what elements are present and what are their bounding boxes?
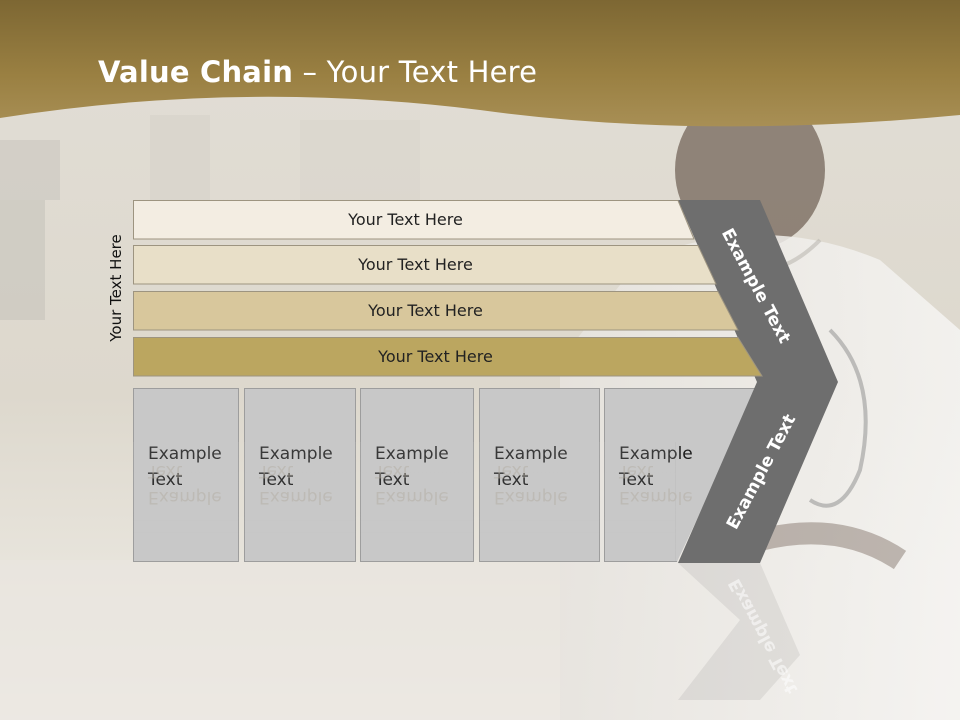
card-line-2: Text	[619, 467, 758, 493]
title-bold: Value Chain	[98, 55, 294, 89]
card-line-1: Example	[259, 441, 355, 467]
value-bar-4: Your Text Here	[133, 337, 763, 377]
value-bar-1: Your Text Here	[133, 200, 695, 240]
card-line-2: Text	[375, 467, 473, 493]
title-rest: – Your Text Here	[293, 55, 538, 89]
value-bar-label: Your Text Here	[358, 255, 473, 274]
value-bar-2: Your Text Here	[133, 245, 717, 285]
card-line-1: Example	[494, 441, 599, 467]
value-bar-label: Your Text Here	[368, 301, 483, 320]
card-line-1: Example	[375, 441, 473, 467]
slide-title: Value Chain – Your Text Here	[98, 55, 537, 89]
value-bar-label: Your Text Here	[378, 347, 493, 366]
card-line-2: Text	[494, 467, 599, 493]
card-line-2: Text	[259, 467, 355, 493]
value-bar-label: Your Text Here	[348, 210, 463, 229]
card-line-1: Example	[619, 441, 758, 467]
value-bar-3: Your Text Here	[133, 291, 739, 331]
card-line-1: Example	[148, 441, 238, 467]
card-line-2: Text	[148, 467, 238, 493]
